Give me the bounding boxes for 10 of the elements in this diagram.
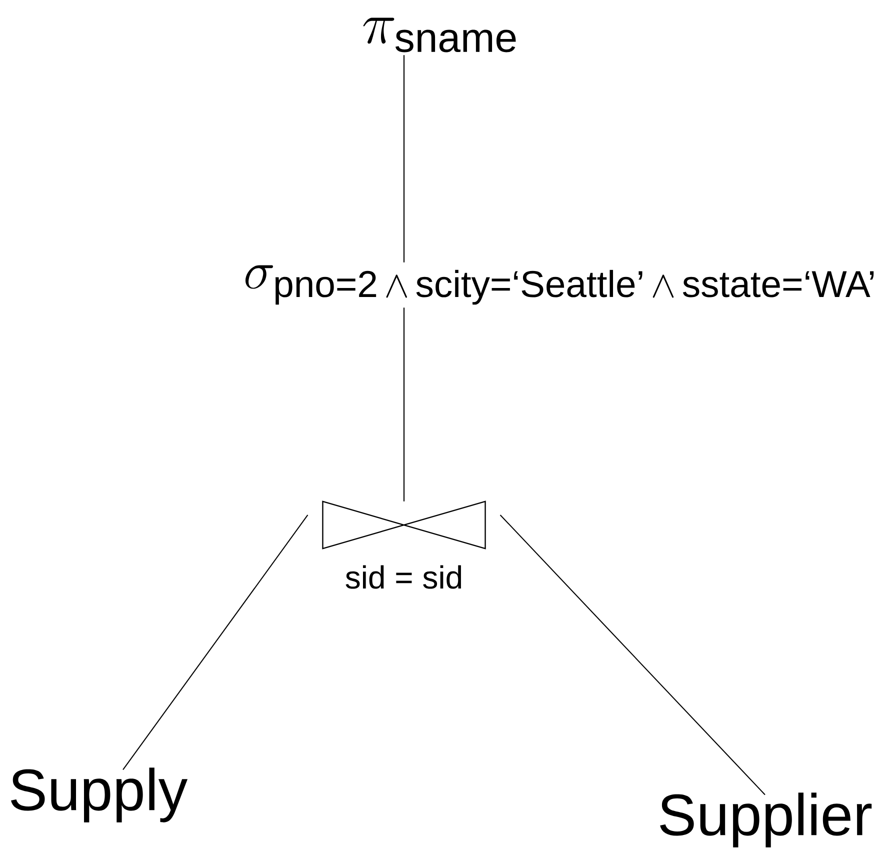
connector-line [122,514,308,770]
relation-name: Supplier [660,792,872,848]
connector-line [403,55,405,262]
relation-name: Supply [10,768,188,822]
operator-label: $\pi_{\text{sname}}$ [363,18,516,52]
condition-label: sid = sid [346,565,462,589]
connector-line [403,308,405,502]
operator-label: $\sigma_{\text{pno=2}\,\wedge\,\text{scity=‘Seattle’}\,\wedge\,\text{sstate=‘WA’}}$ [245,265,874,305]
join-symbol [322,500,486,550]
connector-line [500,514,766,796]
